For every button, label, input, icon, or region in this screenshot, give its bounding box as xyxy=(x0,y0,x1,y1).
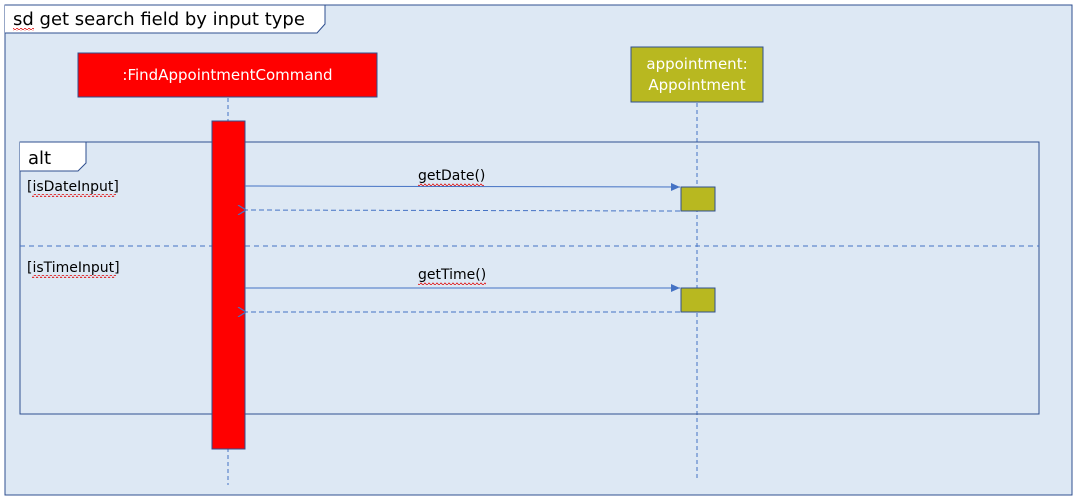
message-getdate-label: getDate() xyxy=(418,168,485,184)
message-gettime-label: getTime() xyxy=(418,267,486,283)
spellcheck-underline xyxy=(32,194,116,197)
lifeline-label-appointment-line2: Appointment xyxy=(648,76,745,94)
alt-fragment-tab xyxy=(20,141,87,172)
lifeline-head-appointment xyxy=(630,46,764,103)
spellcheck-underline xyxy=(418,183,484,186)
guard-is-time-input: [isTimeInput] xyxy=(27,260,120,276)
return-getdate-arrow xyxy=(246,210,681,211)
alt-fragment-label: alt xyxy=(28,148,51,169)
activation-findappointmentcommand xyxy=(211,120,246,450)
guard-is-date-input: [isDateInput] xyxy=(27,179,119,195)
activation-appointment-getdate xyxy=(680,186,716,212)
lifeline-label-appointment-line1: appointment: xyxy=(646,55,747,73)
alt-fragment xyxy=(19,141,1040,415)
spellcheck-underline xyxy=(32,275,116,278)
message-getdate-arrow xyxy=(244,182,681,191)
sd-frame-title: sd get search field by input type xyxy=(13,9,305,30)
spellcheck-underline xyxy=(13,28,34,31)
lifeline-head-findappointmentcommand xyxy=(77,52,378,98)
sd-frame-tab xyxy=(5,4,326,34)
activation-appointment-gettime xyxy=(680,287,716,313)
spellcheck-underline xyxy=(418,282,486,285)
lifeline-label-findappointmentcommand: :FindAppointmentCommand xyxy=(122,66,332,84)
